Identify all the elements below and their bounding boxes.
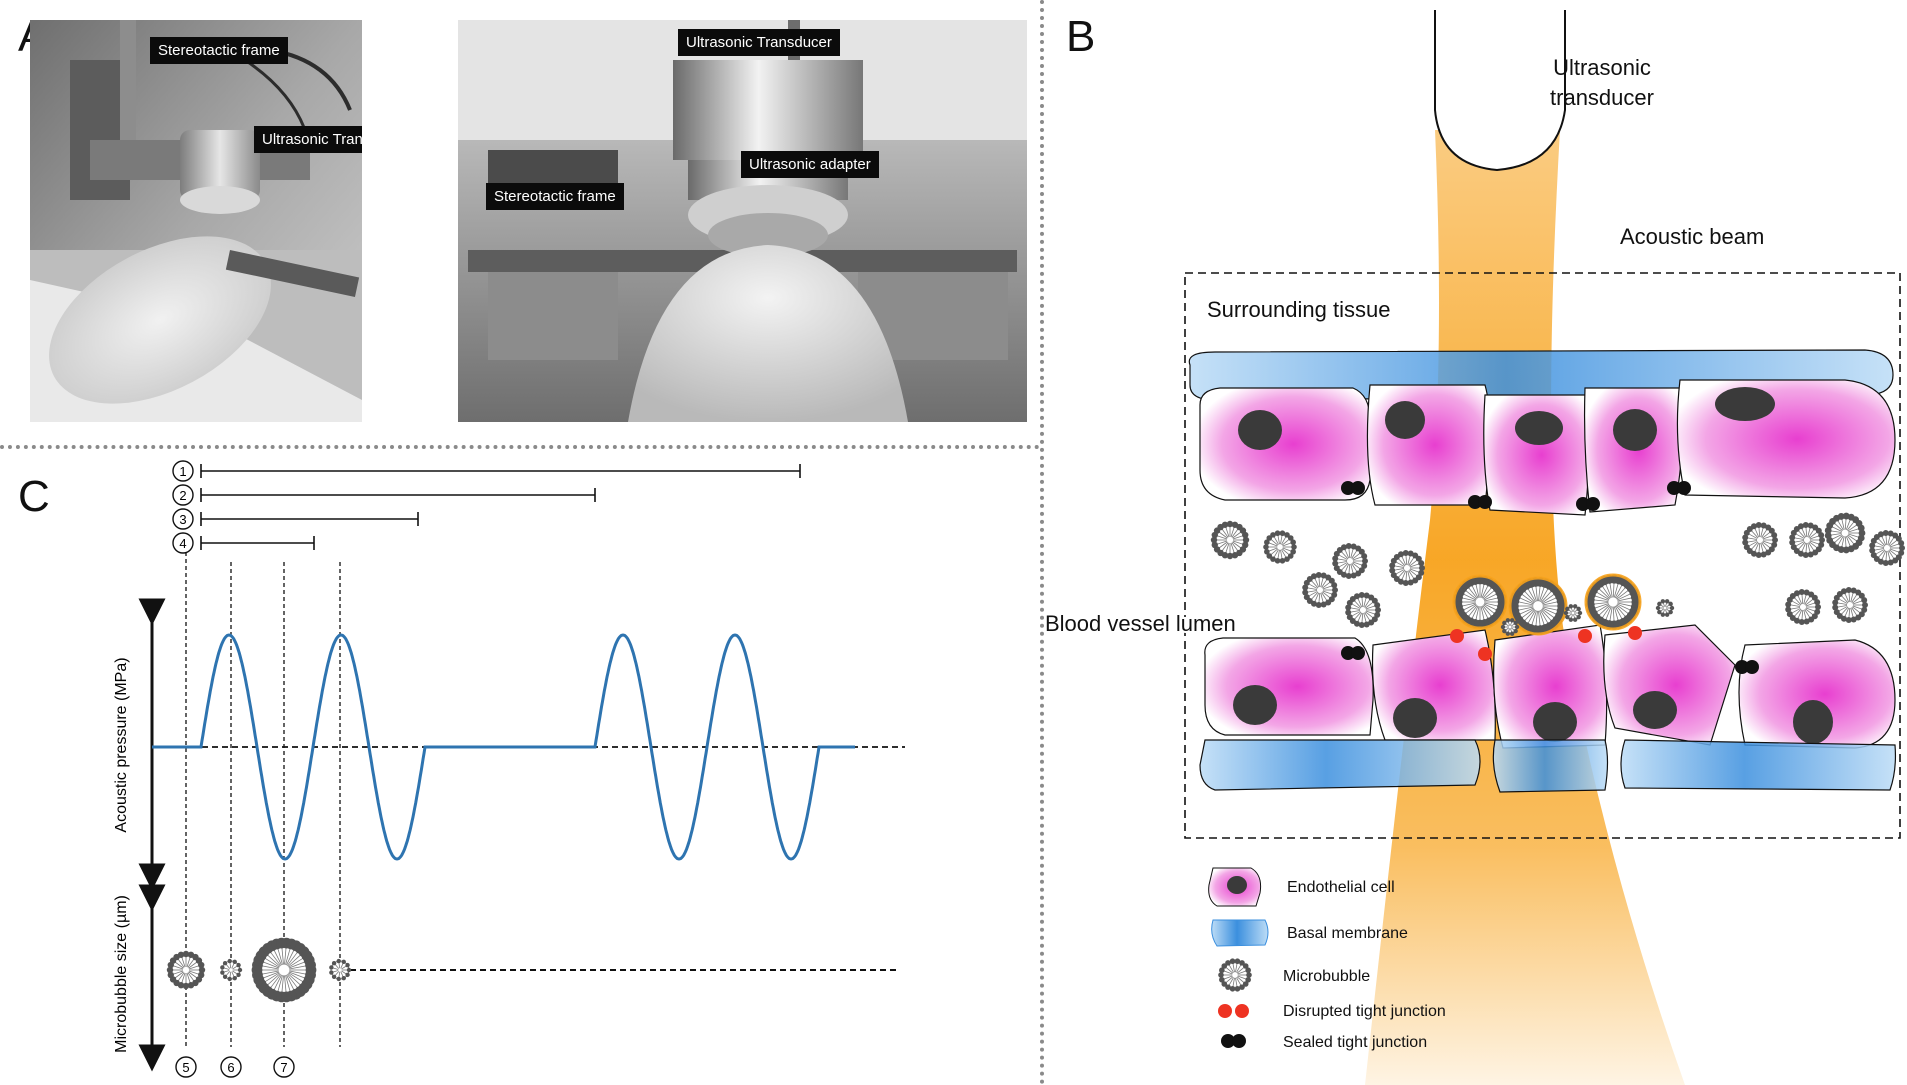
svg-text:1: 1 bbox=[179, 464, 186, 479]
surrounding-tissue-label: Surrounding tissue bbox=[1207, 297, 1390, 322]
legend-label-disrupted: Disrupted tight junction bbox=[1283, 1003, 1446, 1020]
lumen-bubble bbox=[1302, 572, 1338, 608]
bubble-at-baseline bbox=[166, 950, 206, 990]
microbubble-sequence bbox=[166, 937, 352, 1003]
photo-left-transducer-tag: Ultrasonic Transducer bbox=[254, 126, 362, 153]
compressed-bubble bbox=[1655, 599, 1675, 617]
panel-b-diagram: Ultrasonic transducer Acoustic beam Surr… bbox=[1045, 10, 1905, 1085]
lumen-bubble bbox=[1869, 530, 1905, 566]
lumen-bubble bbox=[1332, 543, 1368, 579]
panel-c-diagram: 1 2 3 4 bbox=[113, 460, 905, 1078]
lumen-bubble bbox=[1785, 589, 1821, 625]
transducer-shape bbox=[1434, 10, 1566, 172]
svg-text:6: 6 bbox=[227, 1060, 234, 1075]
transducer-label-1: Ultrasonic bbox=[1553, 55, 1651, 80]
microbubble-icon bbox=[1218, 958, 1252, 992]
pressure-axis-label: Acoustic pressure (MPa) bbox=[113, 657, 130, 832]
panel-b-letter: B bbox=[1066, 12, 1096, 61]
lumen-bubble bbox=[1824, 512, 1866, 554]
acoustic-waveform bbox=[152, 633, 855, 861]
photo-right: Ultrasonic Transducer Ultrasonic adapter… bbox=[458, 20, 1027, 422]
oscillating-bubble bbox=[1452, 574, 1508, 630]
photo-right-art bbox=[458, 20, 1027, 422]
panel-c-letter: C bbox=[18, 472, 50, 521]
marker-5: 5 bbox=[175, 1056, 197, 1078]
lumen-bubble bbox=[1742, 522, 1778, 558]
duration-bar-4: 4 bbox=[172, 532, 315, 554]
top-endothelial-row bbox=[1199, 379, 1896, 516]
legend-basal-membrane: Basal membrane bbox=[1211, 919, 1408, 947]
oscillating-bubble bbox=[1584, 573, 1642, 631]
duration-bar-1: 1 bbox=[172, 460, 801, 482]
svg-text:7: 7 bbox=[280, 1060, 287, 1075]
svg-text:3: 3 bbox=[179, 512, 186, 527]
duration-bar-3: 3 bbox=[172, 508, 419, 530]
legend: Endothelial cell Basal membrane Microbub… bbox=[1208, 867, 1446, 1051]
lumen-bubble bbox=[1263, 530, 1297, 564]
basal-membrane-icon bbox=[1211, 919, 1269, 947]
marker-7: 7 bbox=[273, 1056, 295, 1078]
lumen-bubble bbox=[1345, 592, 1381, 628]
photo-left: Stereotactic frame Ultrasonic Transducer bbox=[30, 20, 362, 422]
oscillating-bubble bbox=[1508, 576, 1568, 636]
photo-left-frame-tag: Stereotactic frame bbox=[150, 37, 288, 64]
svg-text:4: 4 bbox=[179, 536, 186, 551]
disrupted-tight-junctions bbox=[1450, 626, 1642, 661]
transducer-label-2: transducer bbox=[1550, 85, 1654, 110]
disrupted-tight-junction-icon bbox=[1218, 1004, 1249, 1018]
bubble-compressed-2 bbox=[329, 958, 352, 982]
bubble-expanded bbox=[251, 937, 317, 1003]
bubble-compressed bbox=[220, 958, 243, 982]
legend-label-endothelial: Endothelial cell bbox=[1287, 879, 1395, 896]
duration-bar-2: 2 bbox=[172, 484, 596, 506]
acoustic-beam-label: Acoustic beam bbox=[1620, 224, 1764, 249]
bottom-basal-membrane bbox=[1199, 739, 1897, 793]
photo-left-art bbox=[30, 20, 362, 422]
legend-endothelial-cell: Endothelial cell bbox=[1208, 867, 1395, 907]
legend-label-microbubble: Microbubble bbox=[1283, 968, 1370, 985]
lumen-bubble bbox=[1789, 522, 1825, 558]
svg-text:2: 2 bbox=[179, 488, 186, 503]
legend-label-sealed: Sealed tight junction bbox=[1283, 1034, 1427, 1051]
sealed-tight-junctions bbox=[1341, 481, 1759, 674]
bubble-axis-label: Microbubble size (µm) bbox=[113, 895, 130, 1053]
horizontal-divider bbox=[0, 445, 1040, 449]
tissue-region-box bbox=[1184, 272, 1901, 839]
marker-6: 6 bbox=[220, 1056, 242, 1078]
photo-right-frame-tag: Stereotactic frame bbox=[486, 183, 624, 210]
lumen-bubble bbox=[1210, 520, 1250, 560]
lumen-microbubbles bbox=[1210, 512, 1905, 636]
lumen-bubble bbox=[1832, 587, 1868, 623]
compressed-bubble bbox=[1563, 604, 1583, 622]
legend-sealed-junction: Sealed tight junction bbox=[1221, 1034, 1427, 1051]
legend-bubble-shape bbox=[1218, 958, 1252, 992]
blood-vessel-lumen-label: Blood vessel lumen bbox=[1045, 611, 1236, 636]
lumen-bubble bbox=[1389, 550, 1425, 586]
svg-text:5: 5 bbox=[182, 1060, 189, 1075]
photo-right-transducer-tag: Ultrasonic Transducer bbox=[678, 29, 840, 56]
legend-microbubble: Microbubble bbox=[1218, 958, 1370, 992]
vertical-divider bbox=[1040, 0, 1044, 1085]
guide-lines bbox=[185, 552, 341, 1047]
legend-label-basal: Basal membrane bbox=[1287, 925, 1408, 942]
bottom-endothelial-row bbox=[1204, 624, 1896, 749]
photo-right-adapter-tag: Ultrasonic adapter bbox=[741, 151, 879, 178]
sealed-tight-junction-icon bbox=[1221, 1034, 1246, 1048]
legend-disrupted-junction: Disrupted tight junction bbox=[1218, 1003, 1446, 1020]
compressed-bubble bbox=[1500, 618, 1520, 636]
